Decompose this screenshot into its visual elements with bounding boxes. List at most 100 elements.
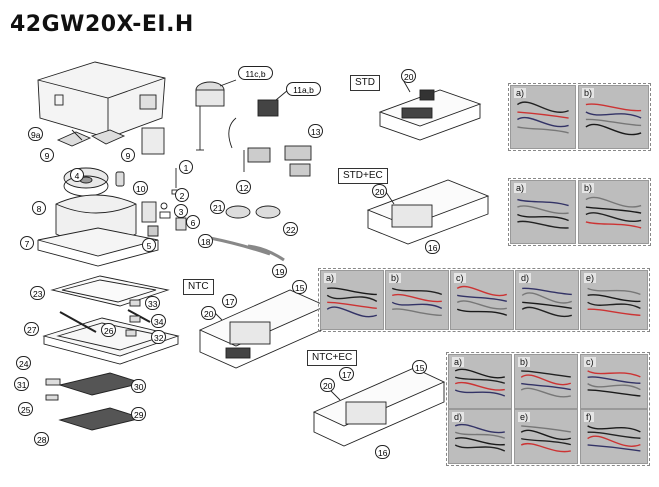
wire-harness-image [585, 196, 642, 229]
wire-harness-image [587, 370, 641, 397]
photo-label: b) [389, 273, 402, 283]
part-number-callout: 26 [101, 323, 117, 337]
wire-harness-image [454, 423, 506, 452]
photo-label: b) [582, 183, 595, 193]
part-number-callout: 22 [283, 222, 299, 236]
photo-label: c) [454, 273, 466, 283]
part-number-callout: 7 [20, 236, 34, 250]
part-number-callout: 30 [131, 379, 147, 393]
part-number-callout: 13 [308, 124, 324, 138]
wire-harness-image [520, 370, 572, 398]
ntc-photo-e: e) [580, 270, 648, 330]
part-number-callout: 24 [16, 356, 32, 370]
wire-harness-image [516, 101, 569, 134]
part-number-callout: 2 [175, 188, 189, 202]
part-number-callout: 6 [186, 215, 200, 229]
part-number-callout: 23 [30, 286, 46, 300]
part-number-callout: 3 [174, 204, 188, 218]
std-ec-photo-frame [508, 178, 651, 246]
std-photo-frame [508, 83, 651, 151]
section-label-ntc: NTC [183, 279, 214, 295]
std-ec-photo-b: b) [578, 180, 649, 244]
front-panel [42, 275, 180, 365]
photo-label: b) [518, 357, 531, 367]
photo-label: d) [452, 412, 465, 422]
wire-harness-image [454, 368, 506, 397]
ntc-ec-photo-e: e) [514, 409, 578, 464]
grilles [58, 372, 144, 431]
part-number-callout: 10 [133, 181, 149, 195]
part-number-callout: 11a,b [286, 82, 321, 96]
part-number-callout: 20 [201, 306, 217, 320]
std-photo-b: b) [578, 85, 649, 149]
part-number-callout: 20 [372, 184, 388, 198]
part-number-callout: 20 [401, 69, 417, 83]
part-number-callout: 18 [198, 234, 214, 248]
wire-harness-image [587, 425, 641, 452]
section-label-std: STD [350, 75, 380, 91]
photo-label: a) [514, 183, 527, 193]
model-title: 42GW20X-EI.H [10, 12, 194, 37]
wire-harness-image [587, 287, 641, 316]
part-number-callout: 16 [425, 240, 441, 254]
part-number-callout: 12 [236, 180, 252, 194]
part-number-callout: 25 [18, 402, 34, 416]
ntc-photo-c: c) [450, 270, 514, 330]
ntc-photo-a: a) [320, 270, 384, 330]
part-number-callout: 29 [131, 407, 147, 421]
photo-label: e) [584, 273, 597, 283]
part-number-callout: 19 [272, 264, 288, 278]
part-number-callout: 16 [375, 445, 391, 459]
wire-harness-image [521, 287, 573, 318]
ntc-ec-photo-a: a) [448, 354, 512, 409]
photo-label: b) [582, 88, 595, 98]
wire-harness-image [520, 425, 572, 453]
photo-label: c) [584, 357, 596, 367]
photo-label: f) [584, 412, 594, 422]
part-number-callout: 9 [121, 148, 135, 162]
part-number-callout: 17 [222, 294, 238, 308]
photo-label: a) [514, 88, 527, 98]
ntc-photo-frame [318, 268, 650, 332]
part-number-callout: 31 [14, 377, 30, 391]
wire-harness-image [585, 103, 642, 136]
ntc-ec-photo-frame [446, 352, 650, 466]
part-number-callout: 8 [32, 201, 46, 215]
part-number-callout: 1 [179, 160, 193, 174]
wire-harness-image [391, 287, 443, 316]
part-number-callout: 28 [34, 432, 50, 446]
part-number-callout: 20 [320, 378, 336, 392]
section-label-std-ec: STD+EC [338, 168, 388, 184]
ntc-ec-photo-c: c) [580, 354, 648, 409]
ntc-photo-b: b) [385, 270, 449, 330]
ntc-photo-d: d) [515, 270, 579, 330]
std-photo-a: a) [510, 85, 576, 149]
wire-harness-image [456, 285, 508, 316]
photo-label: a) [452, 357, 465, 367]
ntc-ec-photo-b: b) [514, 354, 578, 409]
photo-label: d) [519, 273, 532, 283]
wire-harness-image [517, 198, 569, 229]
valve-actuator [195, 81, 225, 151]
part-number-callout: 27 [24, 322, 40, 336]
part-number-callout: 32 [151, 330, 167, 344]
part-number-callout: 11c,b [238, 66, 273, 80]
std-control-box [378, 89, 482, 141]
std-ec-photo-a: a) [510, 180, 576, 244]
section-label-ntc-ec: NTC+EC [307, 350, 358, 366]
part-number-callout: 15 [412, 360, 428, 374]
valves [247, 145, 312, 177]
part-number-callout: 34 [151, 314, 167, 328]
brackets [56, 129, 126, 147]
ntc-ec-photo-d: d) [448, 409, 512, 464]
ntc-ec-control-box [312, 367, 446, 447]
part-number-callout: 33 [145, 296, 161, 310]
unit-housing [37, 61, 166, 139]
std-ec-control-box [366, 179, 490, 245]
ntc-ec-photo-f: f) [580, 409, 648, 464]
part-number-callout: 9 [40, 148, 54, 162]
part-number-callout: 15 [292, 280, 308, 294]
part-number-callout: 9a [28, 127, 44, 141]
